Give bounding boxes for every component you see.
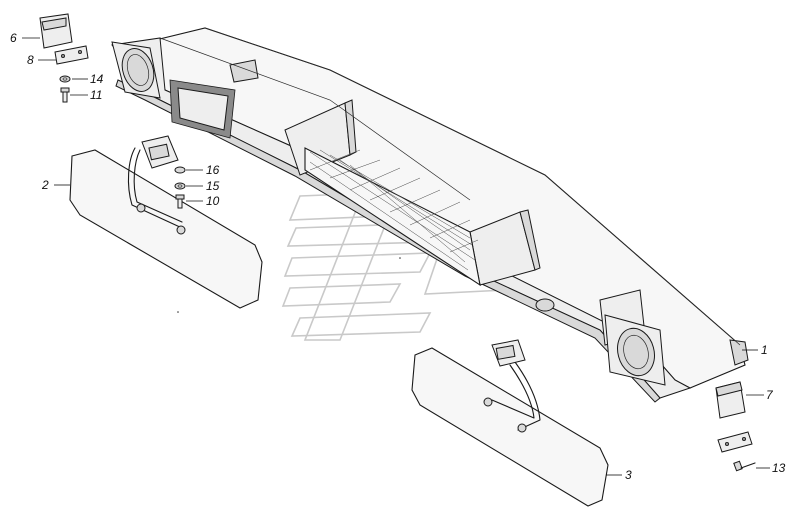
dot-mark: [399, 257, 401, 259]
callout-11: 11: [90, 88, 102, 102]
callout-14: 14: [90, 72, 104, 86]
washer-part-14: [59, 75, 71, 83]
callout-6: 6: [10, 31, 17, 45]
callout-16: 16: [206, 163, 220, 177]
sun-visor-right: [411, 339, 609, 507]
bolt-part-10: [175, 194, 185, 209]
plate-part-7b: [717, 431, 753, 453]
callout-2: 2: [41, 178, 49, 192]
bracket-part-6: [39, 13, 73, 49]
callout-1: 1: [761, 343, 768, 357]
callout-8: 8: [27, 53, 34, 67]
plate-part-8: [54, 45, 89, 65]
callout-labels: 6 8 14 11 2 16 15 10 1 7 3 13: [10, 31, 786, 482]
callout-7: 7: [766, 388, 774, 402]
callout-10: 10: [206, 194, 220, 208]
callout-13: 13: [772, 461, 786, 475]
bracket-part-7: [715, 381, 746, 419]
screw-part-13: [733, 460, 756, 472]
sun-visor-left: [69, 135, 263, 309]
washer-part-16: [174, 166, 186, 174]
overhead-shelf-assembly: [111, 27, 749, 403]
storage-net: [309, 149, 479, 271]
bolt-part-11: [60, 87, 70, 103]
callout-15: 15: [206, 179, 220, 193]
dot-mark: [177, 311, 179, 313]
callout-3: 3: [625, 468, 632, 482]
washer-part-15: [174, 182, 186, 190]
